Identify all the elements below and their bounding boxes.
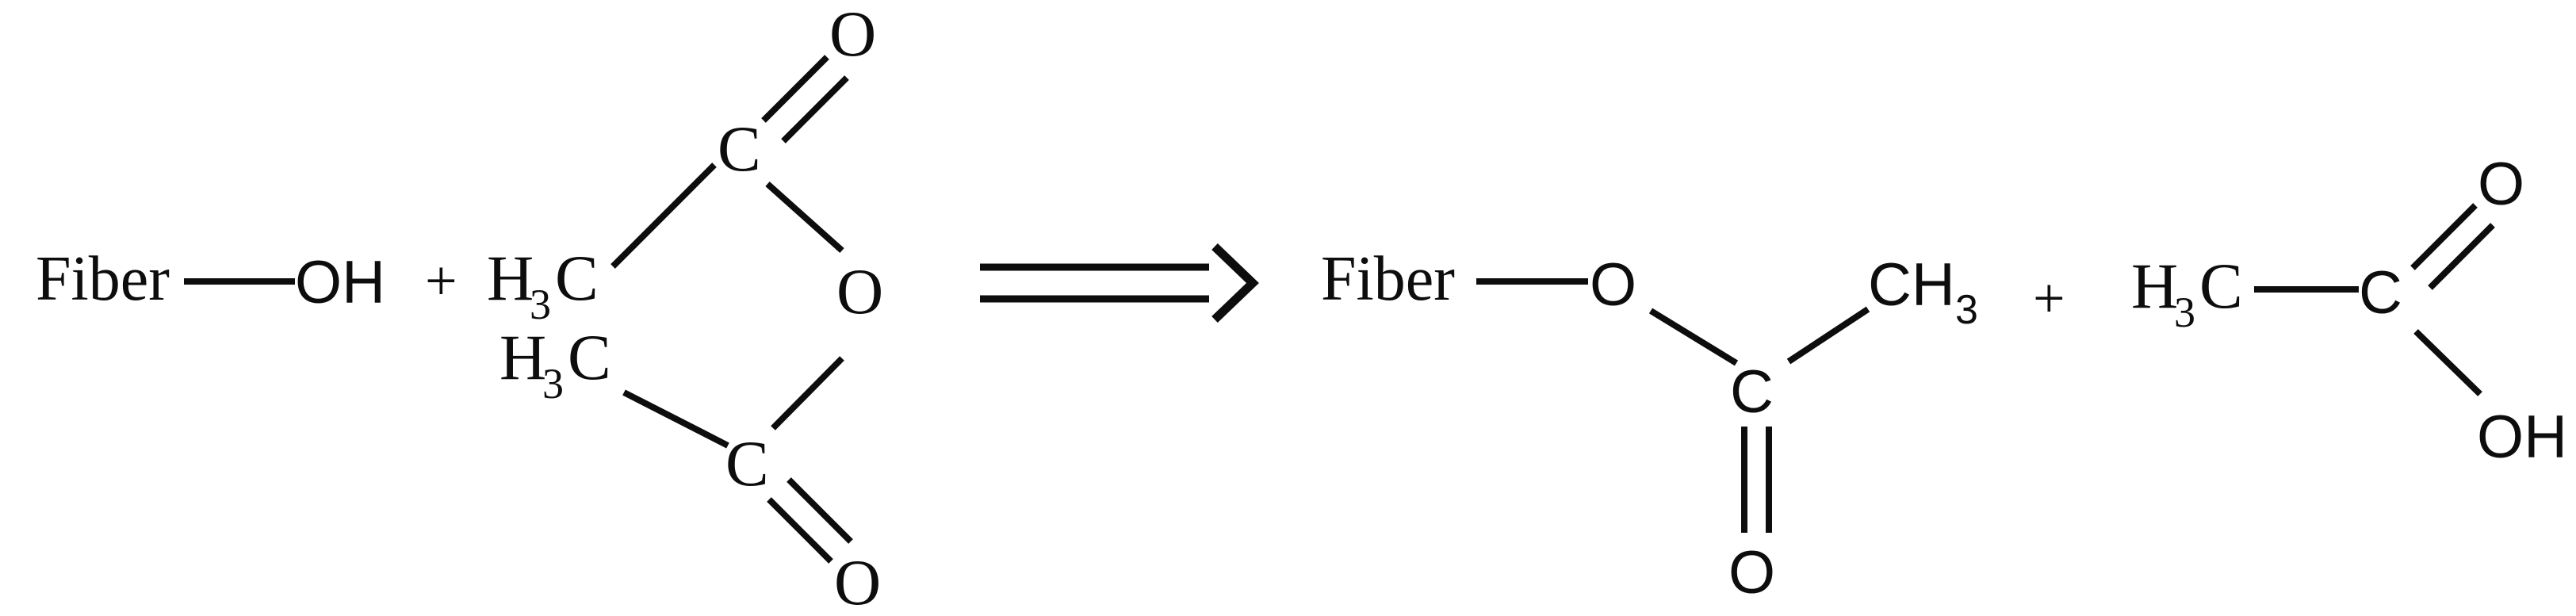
ester-methyl-subscript: 3 xyxy=(1955,287,1978,333)
anhydride-bottom-methyl-subscript: 3 xyxy=(542,360,564,407)
anhydride-bridge-o-bottom-c-bond xyxy=(771,356,844,430)
anhydride-top-methyl-c: C xyxy=(555,242,599,314)
anhydride-top-carbonyl-oxygen: O xyxy=(829,0,876,70)
acid-carbonyl-carbon: C xyxy=(2359,259,2402,327)
anhydride-top-carbonyl-double-bond-line-2 xyxy=(781,75,849,143)
anhydride-top-carbonyl-double-bond-line-1 xyxy=(761,55,829,123)
anhydride-bottom-methyl-group: H 3 C xyxy=(500,321,611,407)
anhydride-bottom-carbonyl-double-bond-line-2 xyxy=(767,497,833,564)
ester-oxygen-carbonyl-bond xyxy=(1648,308,1739,366)
anhydride-bottom-methyl-carbonyl-bond xyxy=(622,389,729,449)
reactant-fiber-hydroxyl: Fiber OH xyxy=(36,244,385,316)
oh-label-reactant: OH xyxy=(295,249,385,316)
fiber-label-reactant: Fiber xyxy=(36,244,170,314)
product-plus-sign: + xyxy=(2033,266,2065,330)
anhydride-bottom-carbonyl-oxygen: O xyxy=(834,546,881,616)
anhydride-top-methyl-carbonyl-bond xyxy=(611,163,717,269)
acid-methyl-group: H 3 C xyxy=(2131,250,2243,336)
ester-carbonyl-carbon: C xyxy=(1730,358,1774,426)
acid-carbonyl-double-bond-line-2 xyxy=(2428,223,2495,290)
acid-carbonyl-oxygen: O xyxy=(2478,151,2524,218)
reactant-plus-sign: + xyxy=(425,249,457,312)
acid-hydroxyl-label: OH xyxy=(2477,404,2567,471)
acid-carbonyl-double-bond-line-1 xyxy=(2410,203,2478,270)
reaction-arrow-head xyxy=(1211,243,1259,323)
anhydride-top-methyl-group: H 3 C xyxy=(487,242,599,328)
acid-methyl-h: H xyxy=(2131,250,2178,322)
reactant-acetic-anhydride: H 3 C C O O H 3 C C O xyxy=(487,0,883,616)
product-fiber-acetate-ester: Fiber O C O CH 3 xyxy=(1321,244,1978,606)
ester-methyl-group: CH 3 xyxy=(1868,251,1978,333)
ester-oxygen-label: O xyxy=(1590,251,1636,319)
anhydride-top-methyl-subscript: 3 xyxy=(530,281,551,328)
ester-carbonyl-oxygen: O xyxy=(1728,539,1775,606)
anhydride-bottom-carbonyl-double-bond-line-1 xyxy=(787,477,853,544)
acid-methyl-subscript: 3 xyxy=(2174,289,2195,336)
fiber-label-product: Fiber xyxy=(1321,244,1455,314)
ester-carbonyl-methyl-bond xyxy=(1786,306,1870,365)
ester-methyl-ch: CH xyxy=(1868,251,1955,319)
anhydride-top-methyl-h: H xyxy=(487,242,534,314)
anhydride-bottom-methyl-c: C xyxy=(568,321,611,393)
acid-hydroxyl-bond xyxy=(2413,329,2482,396)
anhydride-bottom-carbonyl-carbon: C xyxy=(725,427,769,499)
anhydride-bottom-methyl-h: H xyxy=(500,321,546,393)
anhydride-top-carbonyl-carbon: C xyxy=(718,113,761,185)
anhydride-bridge-oxygen: O xyxy=(836,255,883,327)
acid-methyl-c: C xyxy=(2199,250,2243,322)
reaction-arrow xyxy=(980,243,1259,323)
product-acetic-acid: H 3 C C O OH xyxy=(2131,151,2567,471)
anhydride-top-c-bridge-o-bond xyxy=(765,182,844,253)
